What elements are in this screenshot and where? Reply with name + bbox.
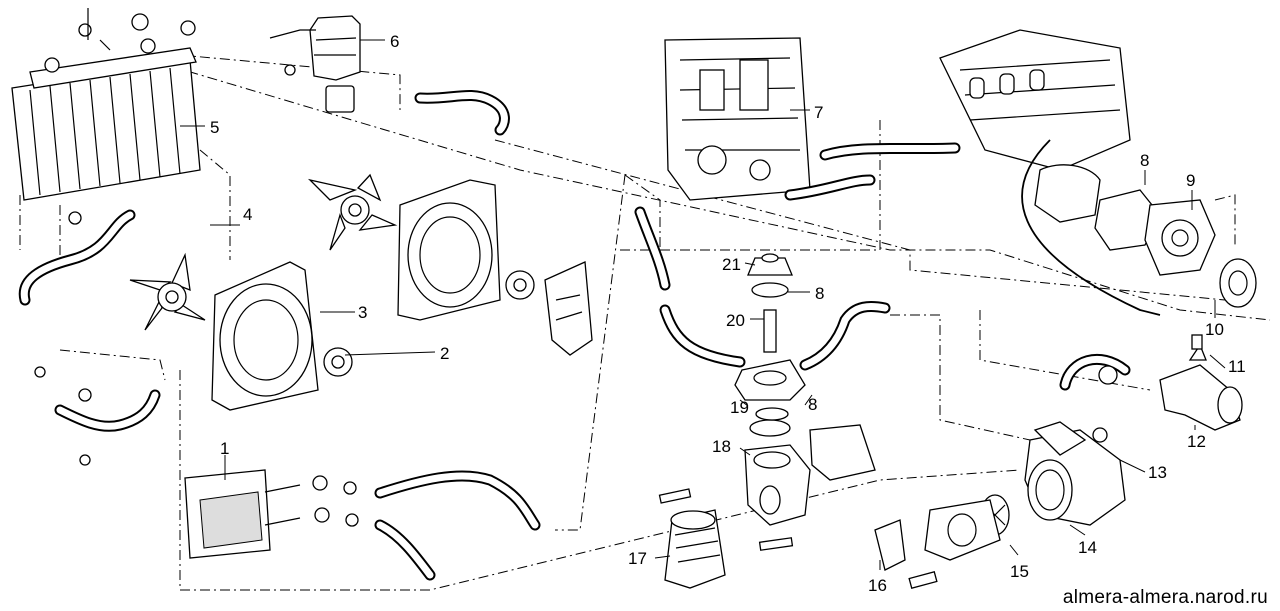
heater-hoses (374, 470, 541, 581)
fan-shroud-upper (397, 179, 535, 321)
fan-guard-bracket (544, 261, 593, 356)
thermostat-housing (874, 421, 1126, 589)
callout-10: 10 (1205, 320, 1224, 339)
callout-9: 9 (1186, 171, 1195, 190)
connection-lines (19, 54, 1271, 591)
bypass-pipe (34, 366, 161, 466)
coolant-reservoir (269, 15, 361, 113)
upper-radiator-hose (414, 89, 510, 136)
engine-intake-side (664, 37, 961, 201)
water-pump-assembly (1094, 189, 1257, 308)
radiator (11, 8, 201, 201)
cooling-fan-upper (307, 173, 398, 251)
heater-core (184, 469, 359, 559)
callout-17: 17 (628, 549, 647, 568)
oil-filter (664, 509, 726, 589)
callout-6: 6 (390, 32, 399, 51)
callout-19: 19 (730, 398, 749, 417)
callout-18: 18 (712, 437, 731, 456)
callout-5: 5 (210, 118, 219, 137)
callout-3: 3 (358, 303, 367, 322)
callout-1: 1 (220, 439, 229, 458)
callout-11: 11 (1228, 357, 1246, 376)
callout-14: 14 (1078, 538, 1097, 557)
oil-cooler-housing (658, 407, 876, 551)
fan-shroud-lower (211, 261, 353, 411)
cooling-fan-lower (129, 252, 206, 331)
callout-13: 13 (1148, 463, 1167, 482)
callout-8-top: 8 (1140, 151, 1149, 170)
watermark-url: almera-almera.narod.ru (1062, 587, 1268, 608)
callout-8-mid: 8 (815, 284, 824, 303)
callout-16: 16 (868, 576, 887, 595)
callout-12: 12 (1187, 432, 1206, 451)
callout-15: 15 (1010, 562, 1029, 581)
callout-2: 2 (440, 344, 449, 363)
callout-21: 21 (722, 255, 741, 274)
water-outlet (1059, 334, 1243, 431)
callout-labels: 1 2 3 4 5 6 7 8 8 8 9 10 11 12 13 14 15 … (210, 32, 1246, 595)
callout-20: 20 (726, 311, 745, 330)
callout-7: 7 (814, 103, 823, 122)
callout-4: 4 (243, 205, 252, 224)
leader-lines (180, 39, 1226, 570)
oil-cooler-stack (634, 206, 891, 401)
engine-block (939, 29, 1131, 223)
lower-radiator-hose (18, 209, 136, 306)
callout-8-low: 8 (808, 395, 817, 414)
belt-line (1021, 139, 1161, 316)
